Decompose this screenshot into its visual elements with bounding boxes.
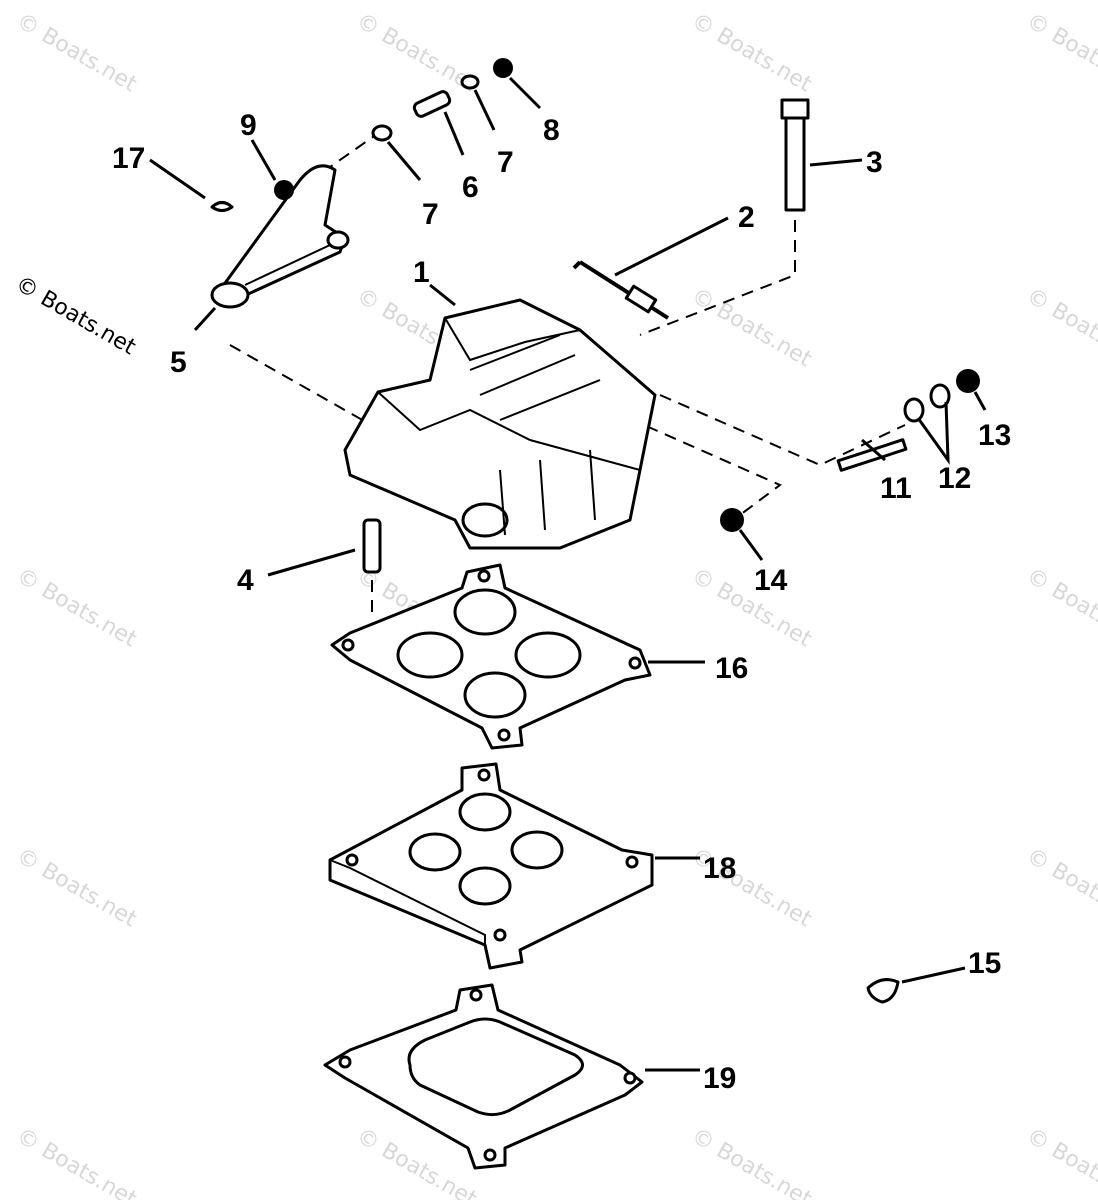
watermark: © Boats.net xyxy=(687,1124,816,1200)
callout-11: 11 xyxy=(880,472,912,505)
callout-15: 15 xyxy=(968,947,1001,980)
watermark: © Boats.net xyxy=(687,9,816,98)
stud-part-11 xyxy=(836,438,908,472)
callout-2: 2 xyxy=(738,201,755,234)
watermark: © Boats.net xyxy=(1022,844,1098,933)
callout-17: 17 xyxy=(112,142,145,175)
gasket-part-16 xyxy=(330,563,652,750)
watermark: © Boats.net xyxy=(12,564,141,653)
callout-7: 7 xyxy=(422,198,439,231)
plug-part-15 xyxy=(866,978,900,1004)
callout-7: 7 xyxy=(497,146,514,179)
plug-part-17 xyxy=(210,201,234,212)
callout-8: 8 xyxy=(543,114,560,147)
watermarks: © Boats.net © Boats.net © Boats.net © Bo… xyxy=(11,9,1098,1200)
callout-1: 1 xyxy=(413,256,430,289)
stud-part-4 xyxy=(362,518,382,574)
callout-5: 5 xyxy=(170,346,187,379)
gasket-part-19 xyxy=(323,983,644,1170)
washer-part-7 xyxy=(371,124,393,142)
watermark: © Boats.net xyxy=(687,284,816,373)
watermark: © Boats.net xyxy=(1022,1124,1098,1200)
watermark: © Boats.net xyxy=(1022,564,1098,653)
lever-part-5 xyxy=(210,164,350,309)
callout-4: 4 xyxy=(237,564,254,597)
nut-part-8 xyxy=(493,58,513,78)
callout-16: 16 xyxy=(715,652,748,685)
bolt-part-3 xyxy=(780,98,810,212)
callout-13: 13 xyxy=(978,419,1011,452)
washer-part-7b xyxy=(460,74,480,90)
nut-part-14 xyxy=(720,508,744,532)
nut-part-9 xyxy=(274,180,294,200)
watermark: © Boats.net xyxy=(1022,9,1098,98)
washer-part-12b xyxy=(929,383,951,409)
carburetor-part-1 xyxy=(343,298,657,550)
fasteners xyxy=(210,58,980,1004)
rod-part-2 xyxy=(572,260,670,320)
washer-part-12a xyxy=(903,397,925,423)
callout-18: 18 xyxy=(703,852,736,885)
callout-9: 9 xyxy=(240,109,257,142)
watermark: © Boats.net xyxy=(687,564,816,653)
watermark-side: © Boats.net xyxy=(11,272,140,361)
spacer-part-18 xyxy=(328,762,654,970)
link-part-6 xyxy=(412,90,452,118)
watermark: © Boats.net xyxy=(1022,284,1098,373)
watermark: © Boats.net xyxy=(12,1124,141,1200)
alignment-lines xyxy=(229,131,906,612)
callout-12: 12 xyxy=(938,462,971,495)
callout-6: 6 xyxy=(462,171,479,204)
nut-part-13 xyxy=(956,369,980,393)
callout-3: 3 xyxy=(866,146,883,179)
callouts: 1 2 3 4 5 6 7 7 8 9 11 12 13 14 15 16 17… xyxy=(112,109,1011,1095)
callout-14: 14 xyxy=(754,564,788,597)
leader-lines xyxy=(149,76,987,1072)
watermark: © Boats.net xyxy=(12,844,141,933)
callout-19: 19 xyxy=(703,1062,736,1095)
watermark: © Boats.net xyxy=(12,9,141,98)
